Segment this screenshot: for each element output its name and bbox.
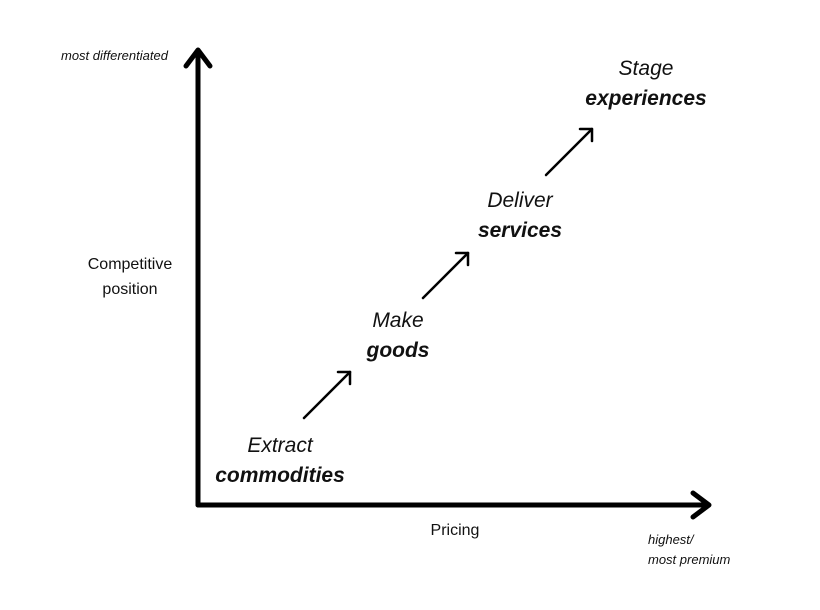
x-axis-arrowhead (690, 490, 712, 520)
y-axis-top-label: most differentiated (61, 48, 168, 63)
stage-noun: services (477, 219, 563, 242)
stage-experiences: Stage experiences (566, 53, 726, 113)
stage-noun: commodities (215, 464, 345, 487)
y-axis-arrowhead (183, 47, 213, 69)
stage-noun: experiences (585, 87, 707, 110)
x-axis-title: Pricing (430, 522, 480, 539)
stage-verb: Extract (247, 434, 313, 457)
stage-verb: Deliver (487, 189, 553, 212)
arrow-goods-to-services (421, 251, 470, 300)
stage-verb: Make (372, 309, 424, 332)
stage-verb: Stage (618, 57, 674, 80)
arrow-services-to-experiences (544, 127, 594, 177)
stage-commodities: Extract commodities (200, 430, 360, 490)
stage-services: Deliver services (440, 185, 600, 245)
x-axis-end-label: highest/ most premium (648, 530, 730, 570)
x-axis-end-line1: highest/ (648, 532, 694, 547)
x-axis-end-line2: most premium (648, 552, 731, 567)
stage-goods: Make goods (318, 305, 478, 365)
stage-noun: goods (366, 339, 430, 362)
y-axis-title: Competitive position (76, 252, 184, 302)
y-axis-title-line1: Competitive (87, 256, 173, 273)
y-axis-title-line2: position (102, 281, 158, 298)
arrow-commodities-to-goods (302, 370, 352, 420)
